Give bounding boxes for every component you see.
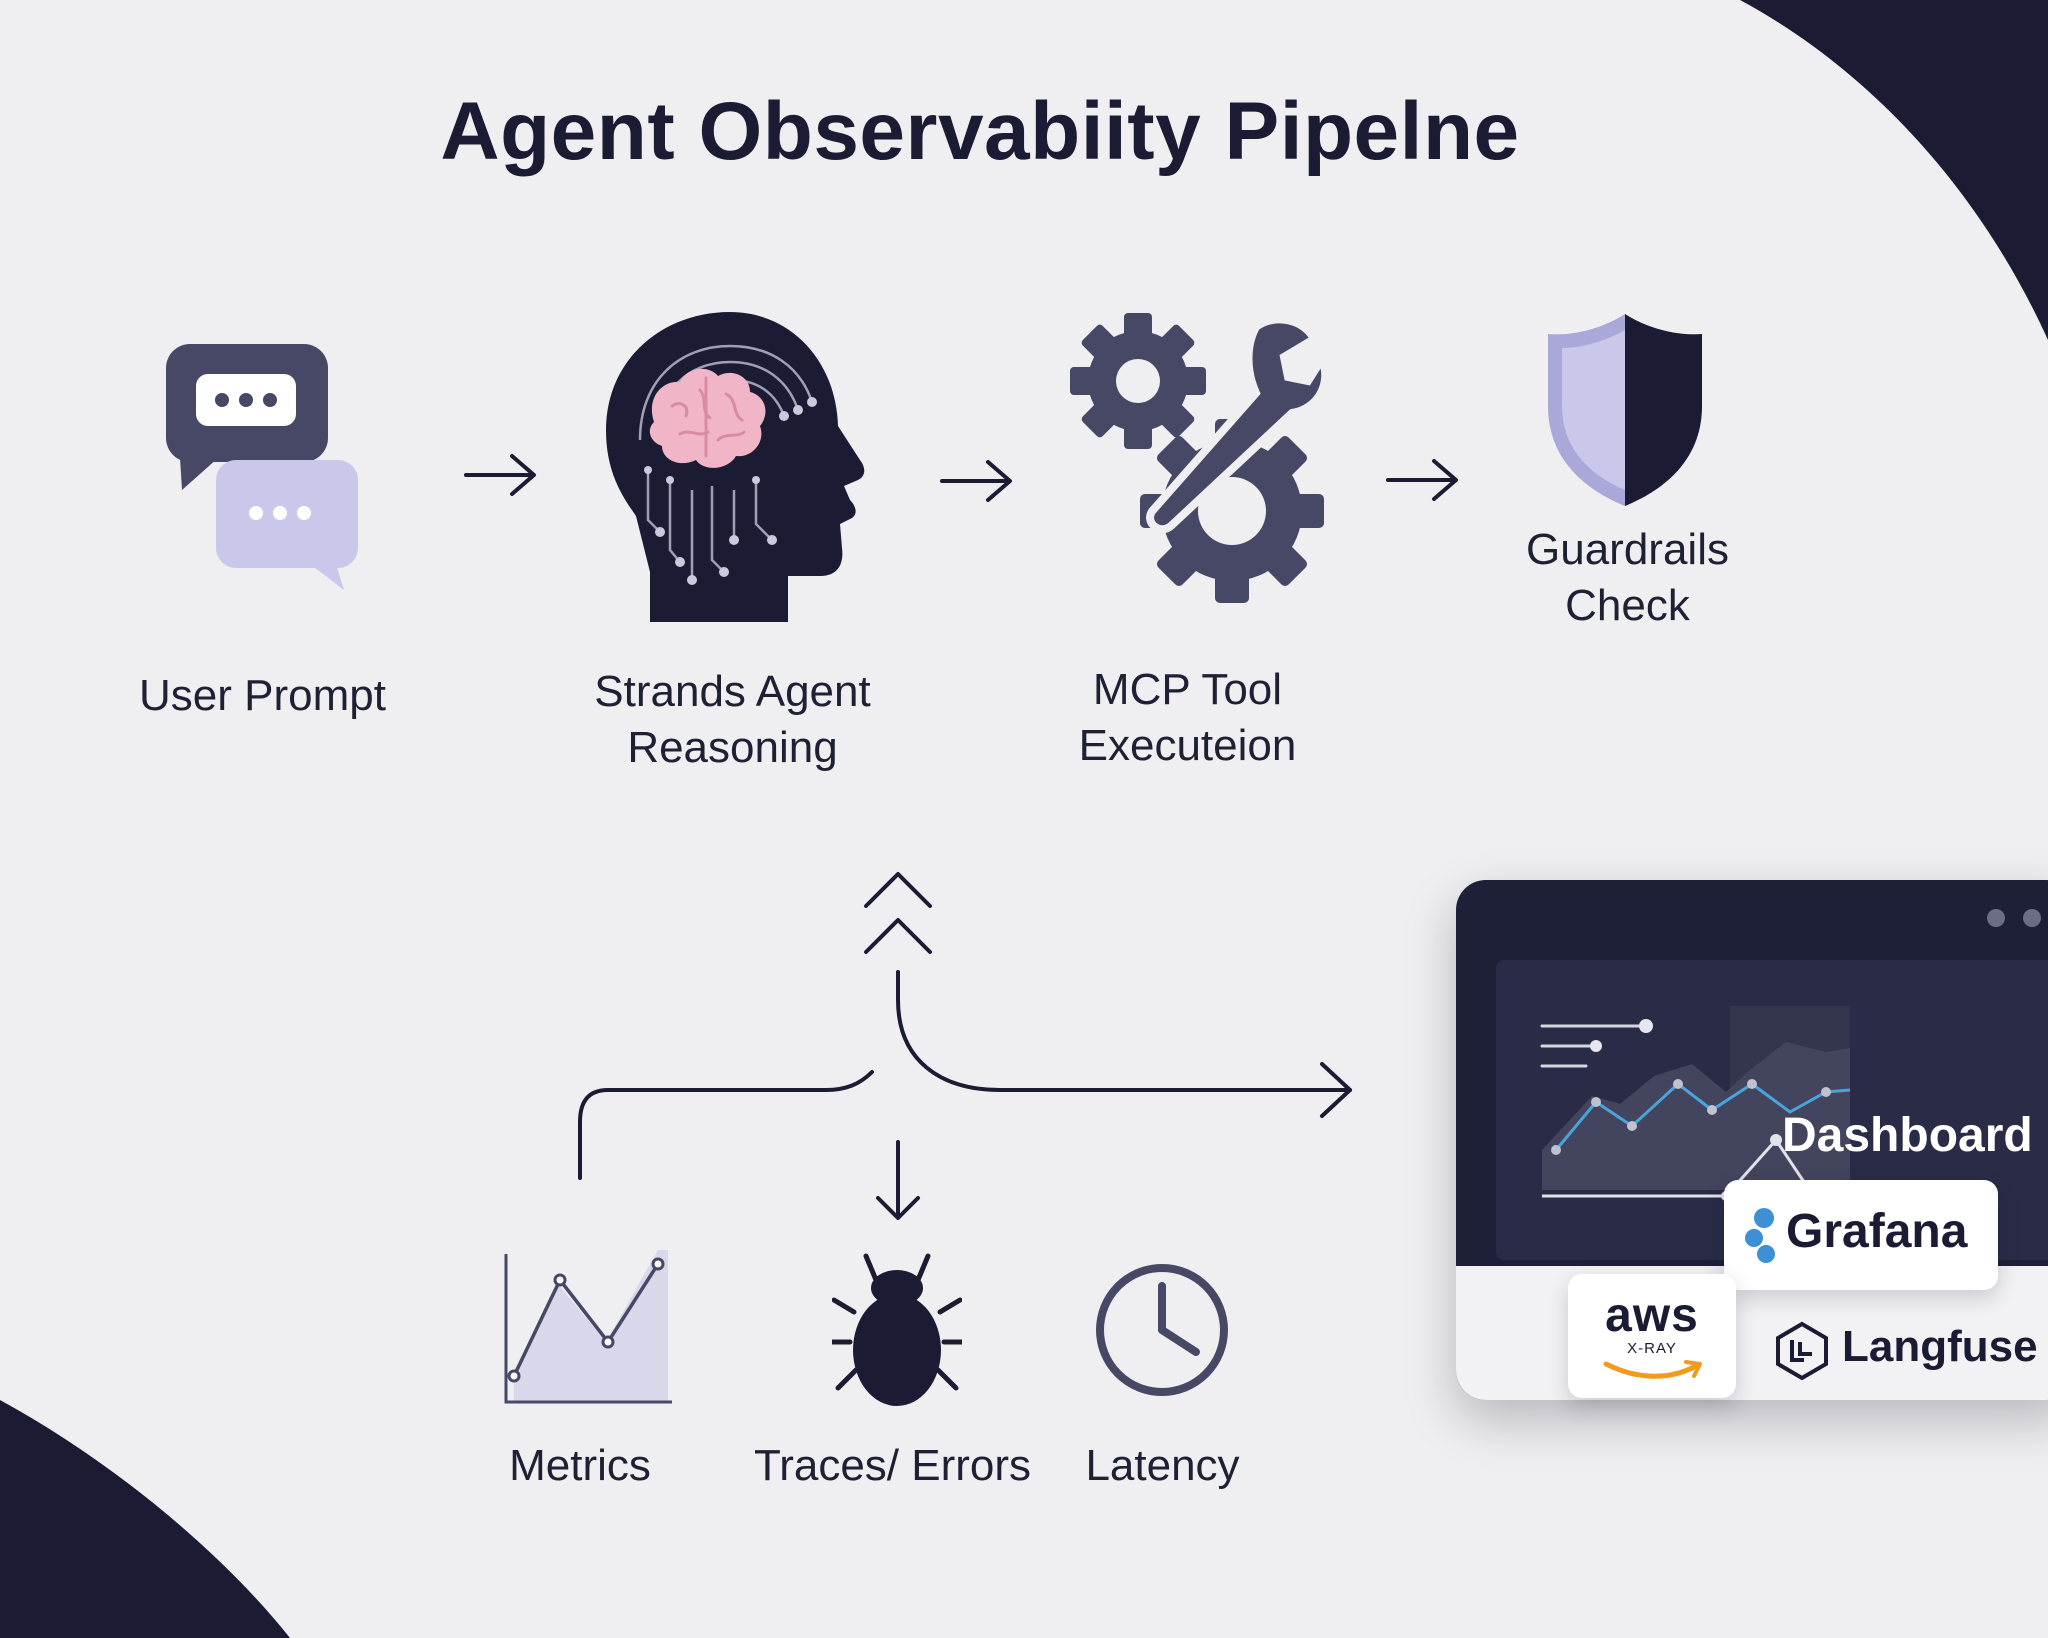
corner-shape-top-right	[1740, 0, 2048, 340]
ai-head-brain-icon	[606, 312, 865, 622]
connector-lines	[578, 970, 1352, 1220]
corner-shape-bottom-left	[0, 1400, 290, 1638]
langfuse-label: Langfuse	[1842, 1322, 2038, 1371]
page-title: Agent Observabiity Pipelne	[440, 86, 1520, 177]
aws-logo-text: aws	[1605, 1289, 1699, 1342]
flow-arrow-right	[940, 460, 1012, 502]
signal-label-latency: Latency	[1085, 1441, 1240, 1490]
step-label-user-prompt: User Prompt	[139, 671, 386, 720]
line-chart-icon	[504, 1250, 672, 1404]
window-dots	[1987, 909, 2041, 927]
grafana-logo-icon	[1745, 1208, 1775, 1263]
step-label-agent-reasoning: Strands Agent Reasoning	[594, 667, 871, 772]
step-label-tool-execution: MCP Tool Executeion	[1078, 665, 1297, 770]
step-label-guardrails: Guardrails Check	[1526, 525, 1729, 630]
signal-label-metrics: Metrics	[509, 1441, 651, 1490]
aws-xray-card[interactable]: aws X-RAY	[1568, 1274, 1736, 1398]
double-chevron-up-icon	[864, 872, 932, 954]
clock-icon	[1096, 1264, 1228, 1396]
dashboard-title: Dashboard	[1782, 1109, 2033, 1162]
grafana-label: Grafana	[1786, 1205, 1968, 1258]
chat-bubbles-icon	[166, 344, 358, 590]
langfuse-logo-icon	[1776, 1321, 1828, 1380]
aws-xray-subtext: X-RAY	[1627, 1340, 1677, 1357]
aws-smile-icon	[1603, 1360, 1702, 1379]
grafana-card[interactable]: Grafana	[1724, 1180, 1998, 1290]
flow-arrow-right	[1386, 459, 1458, 501]
gears-wrench-icon	[1070, 313, 1330, 603]
dashboard-window[interactable]: Dashboard	[1456, 880, 2048, 1400]
signal-label-traces-errors: Traces/ Errors	[753, 1441, 1032, 1490]
bug-icon	[832, 1253, 962, 1406]
shield-icon	[1548, 314, 1702, 506]
flow-arrow-right	[464, 454, 536, 496]
